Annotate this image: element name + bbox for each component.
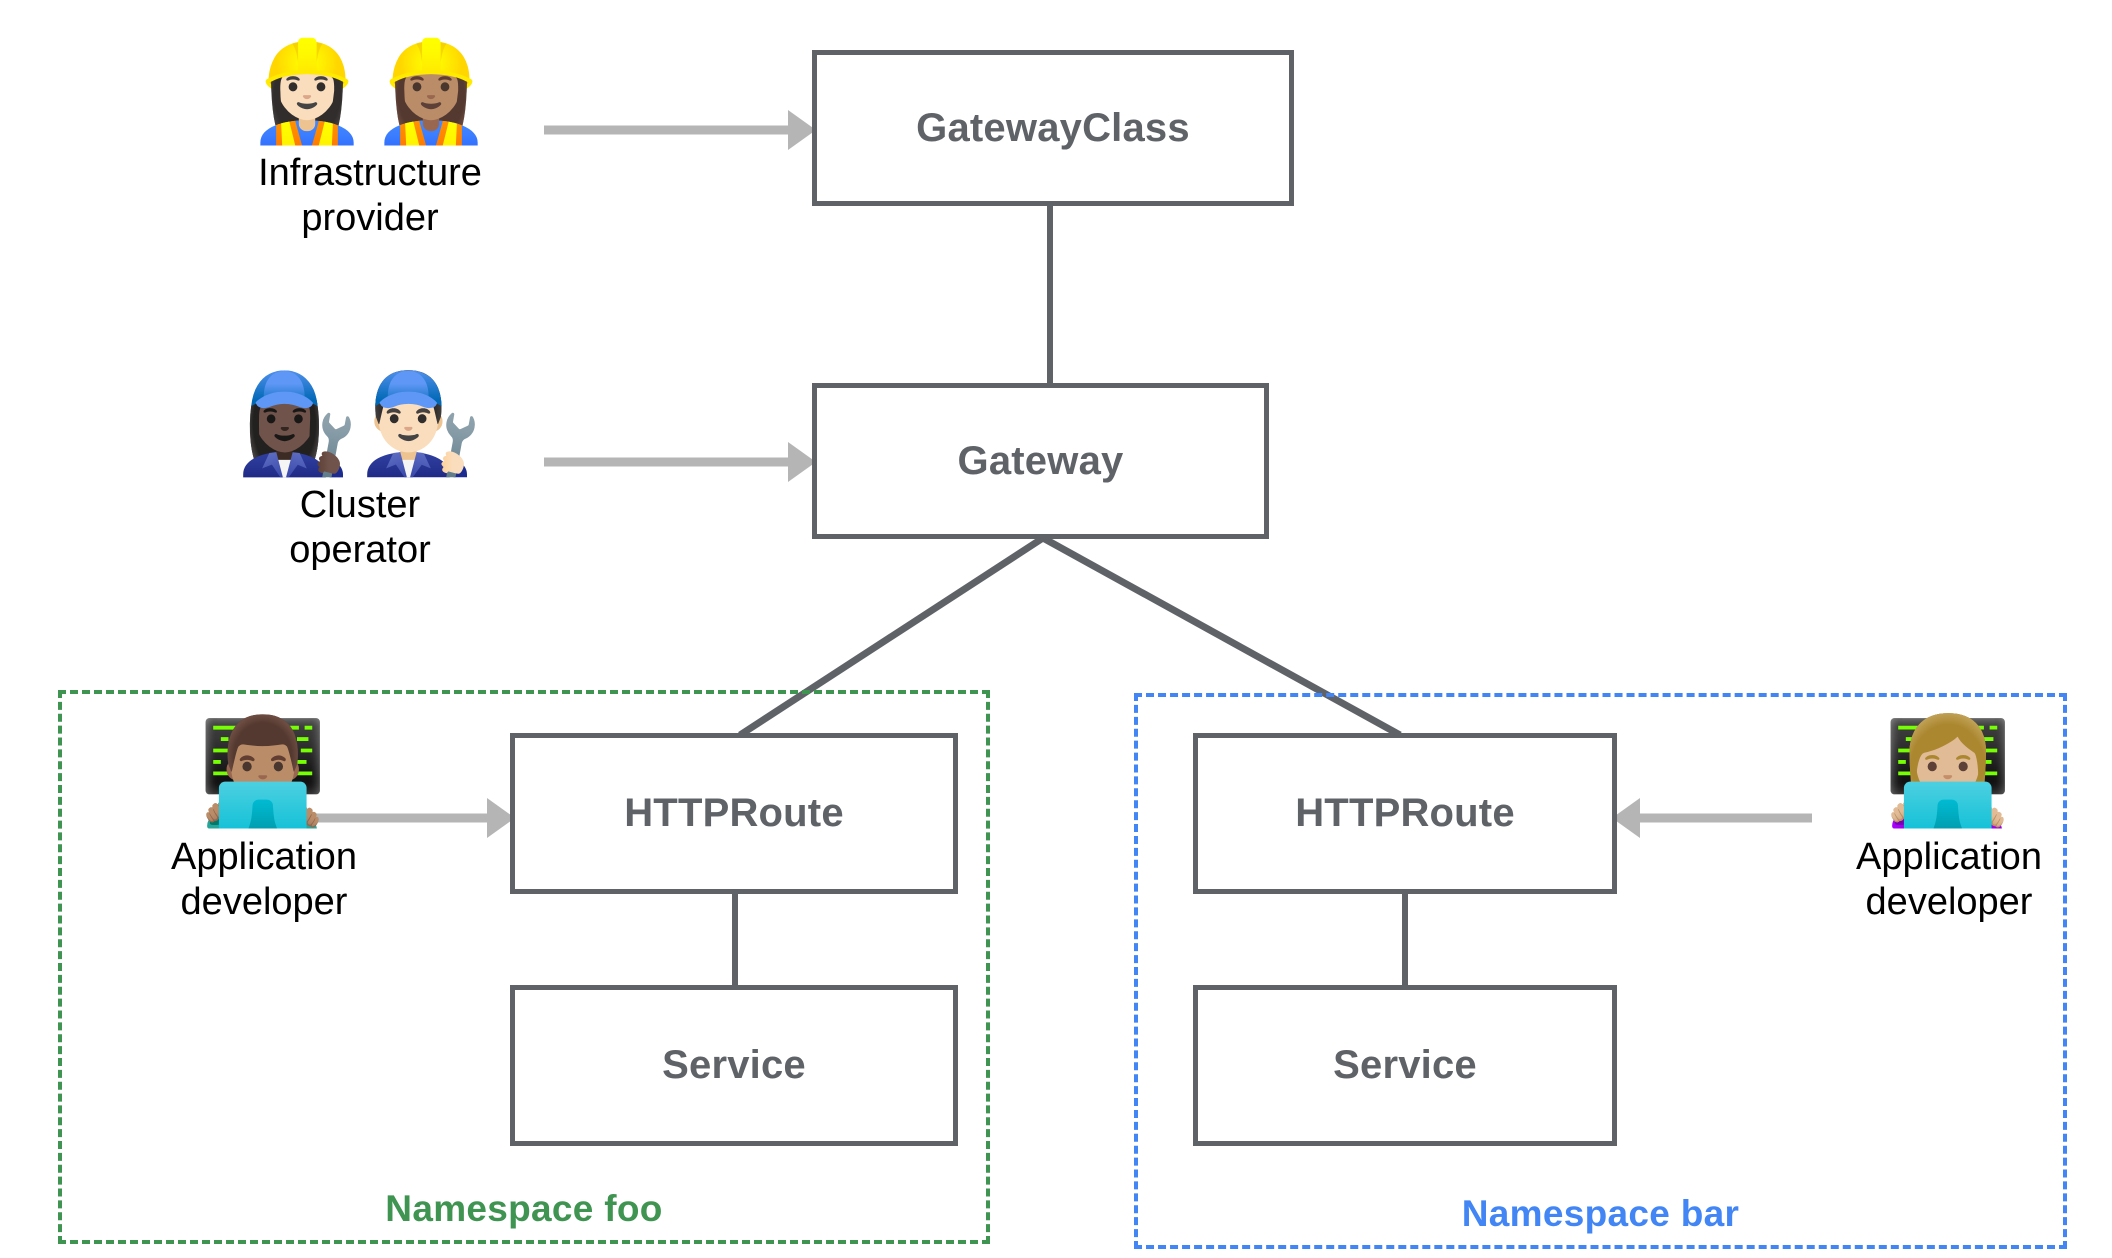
arrow-cluster-to-gateway	[544, 442, 816, 482]
node-gateway[interactable]: Gateway	[812, 383, 1269, 539]
persona-infrastructure-provider-label: Infrastructure provider	[258, 151, 482, 239]
node-httproute-bar[interactable]: HTTPRoute	[1193, 733, 1617, 894]
persona-cluster-operator-label: Cluster operator	[289, 483, 431, 571]
persona-cluster-operator: 👩🏿‍🔧👨🏻‍🔧 Cluster operator	[205, 372, 515, 573]
node-httproute-foo-label: HTTPRoute	[624, 791, 844, 835]
node-gatewayclass[interactable]: GatewayClass	[812, 50, 1294, 206]
node-service-foo-label: Service	[662, 1043, 806, 1087]
node-gatewayclass-label: GatewayClass	[916, 105, 1190, 150]
woman-technologist-icon: 👩🏼‍💻	[1883, 714, 2015, 830]
persona-application-developer-bar-label: Application developer	[1856, 836, 2042, 924]
node-service-foo[interactable]: Service	[510, 985, 958, 1146]
mechanics-icon: 👩🏿‍🔧👨🏻‍🔧	[235, 368, 485, 478]
persona-infrastructure-provider: 👷🏻‍♀️👷🏽‍♀️ Infrastructure provider	[205, 40, 535, 241]
node-gateway-label: Gateway	[957, 438, 1124, 483]
namespace-bar-label: Namespace bar	[1461, 1193, 1740, 1234]
women-construction-workers-icon: 👷🏻‍♀️👷🏽‍♀️	[245, 36, 495, 146]
node-httproute-foo[interactable]: HTTPRoute	[510, 733, 958, 894]
persona-application-developer-bar: 👩🏼‍💻 Application developer	[1790, 714, 2108, 925]
namespace-foo-label: Namespace foo	[385, 1188, 663, 1229]
persona-application-developer-foo: 👨🏽‍💻 Application developer	[105, 714, 423, 925]
namespace-bar-container: Namespace bar	[1134, 693, 2067, 1249]
arrow-infra-to-gatewayclass	[544, 110, 816, 150]
namespace-foo-container: Namespace foo	[58, 690, 990, 1244]
man-technologist-icon: 👨🏽‍💻	[198, 714, 330, 830]
node-service-bar-label: Service	[1333, 1043, 1477, 1087]
persona-application-developer-foo-label: Application developer	[171, 836, 357, 924]
node-httproute-bar-label: HTTPRoute	[1295, 791, 1515, 835]
node-service-bar[interactable]: Service	[1193, 985, 1617, 1146]
